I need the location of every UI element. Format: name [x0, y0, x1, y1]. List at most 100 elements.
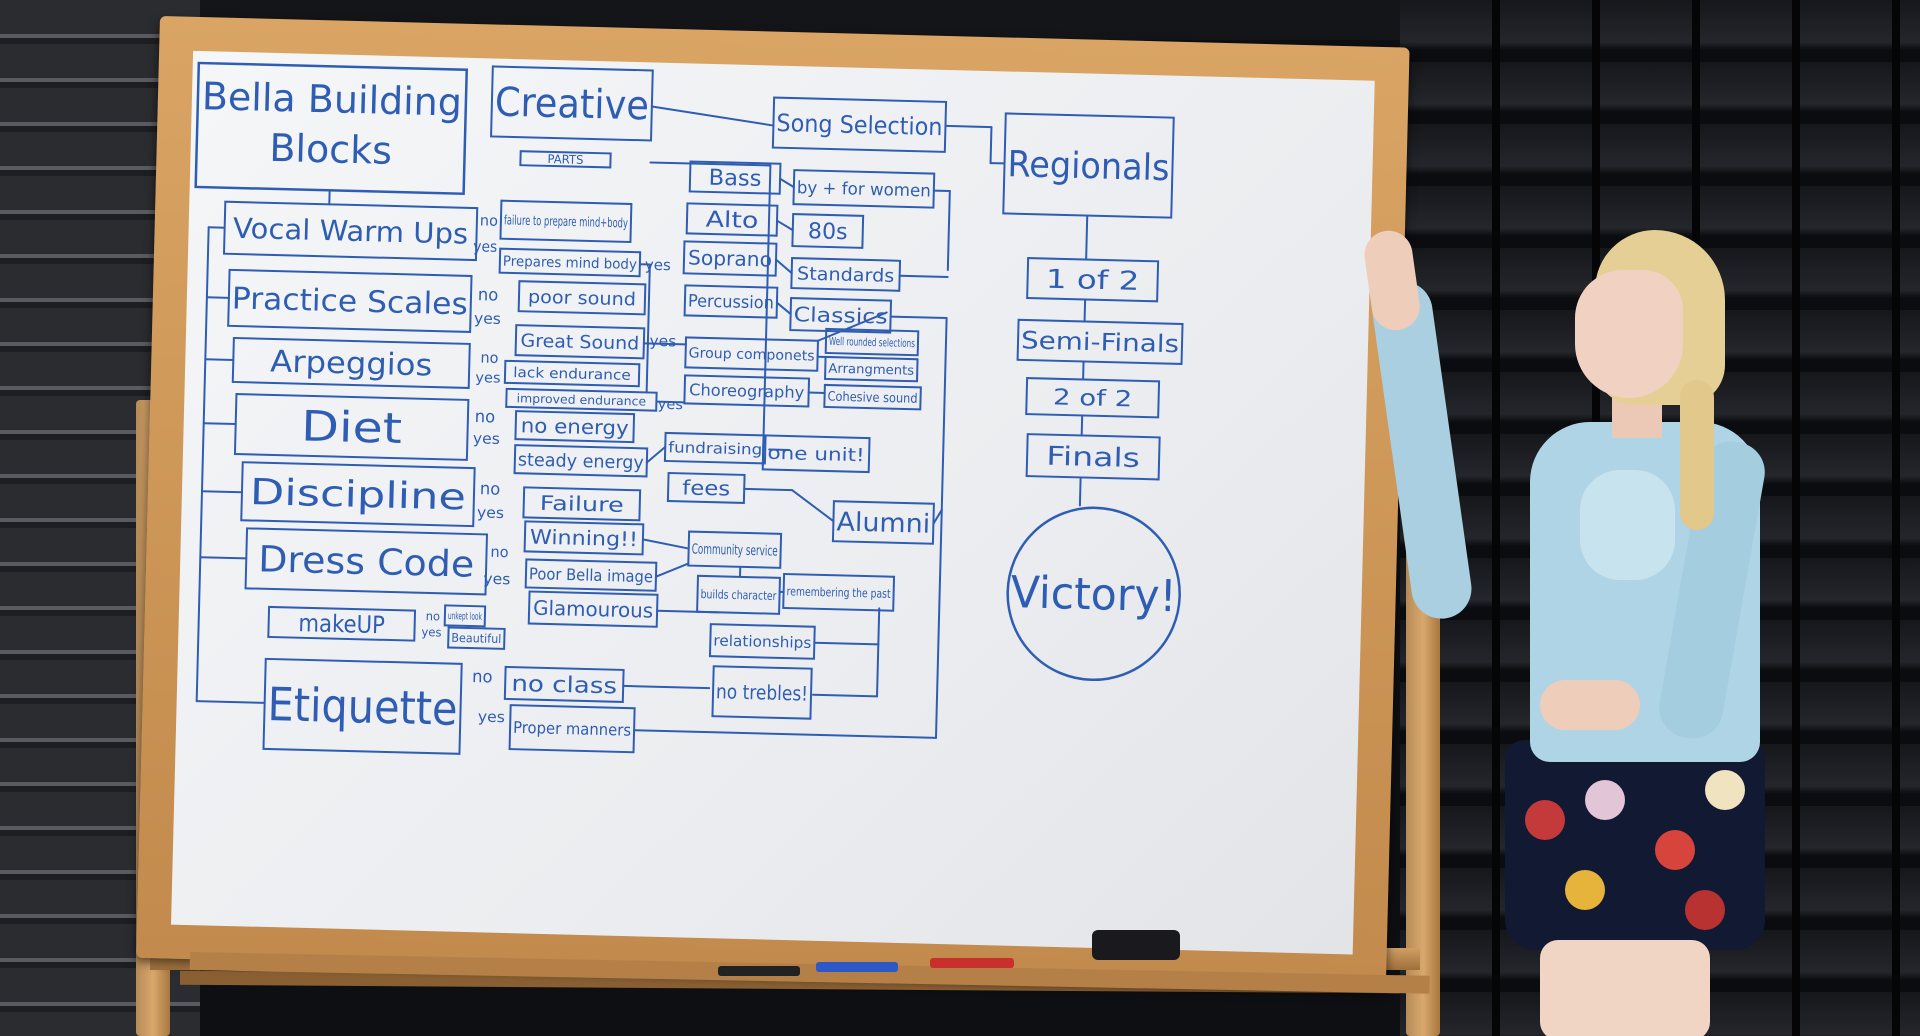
node-group-components: Group componets	[684, 336, 820, 372]
connector-line	[1078, 476, 1082, 507]
node-box	[505, 387, 658, 412]
connector-line	[813, 641, 880, 646]
node-beautiful: Beautiful	[447, 626, 506, 650]
node-standards: Standards	[790, 257, 902, 292]
node-two-of-two: 2 of 2	[1025, 377, 1161, 419]
node-box	[1002, 112, 1175, 219]
node-box	[244, 527, 489, 596]
node-winning: Winning!!	[523, 520, 645, 556]
node-box	[824, 327, 920, 357]
black-marker	[718, 966, 800, 976]
node-box	[522, 486, 642, 522]
node-box	[708, 623, 816, 660]
node-label: Finals	[1046, 442, 1140, 474]
connector-line	[195, 700, 266, 704]
flower-print	[1655, 830, 1695, 870]
node-label: Winning!!	[530, 525, 639, 552]
connector-line	[940, 317, 948, 511]
node-yes-1: yes	[473, 237, 498, 256]
floral-skirt	[1505, 740, 1765, 950]
node-makeup: makeUP	[267, 605, 417, 642]
node-label: Failure	[540, 491, 625, 517]
connector-line	[641, 538, 690, 550]
connector-line	[876, 607, 881, 698]
node-label: Poor Bella image	[529, 564, 653, 586]
node-box	[527, 590, 659, 628]
node-label: Arrangments	[828, 362, 914, 379]
node-yes-9: yes	[483, 570, 511, 589]
node-box	[824, 355, 919, 383]
connector-line	[202, 422, 237, 426]
node-dress-code: Dress Code	[244, 527, 489, 596]
node-box	[683, 284, 779, 319]
connector-line	[1080, 414, 1084, 437]
node-community-service: Community service	[687, 530, 783, 569]
node-relationships: relationships	[708, 623, 816, 660]
node-proper-manners: Proper manners	[508, 704, 636, 754]
node-no-3: no	[480, 348, 498, 366]
node-label: Bass	[708, 166, 761, 192]
blue-marker	[816, 962, 898, 972]
node-label: yes	[649, 332, 677, 351]
node-label: makeUP	[298, 609, 385, 639]
node-label: Dress Code	[258, 539, 475, 585]
node-yes-2: yes	[645, 256, 672, 275]
flower-print	[1585, 780, 1625, 820]
node-label: no class	[511, 672, 617, 700]
node-label: poor sound	[528, 287, 636, 311]
connector-line	[1085, 214, 1089, 261]
node-label: yes	[483, 570, 511, 589]
node-yes-5: yes	[475, 370, 501, 387]
node-yes-3: yes	[474, 309, 502, 328]
node-box	[1025, 377, 1161, 419]
node-prepares-mind-body: Prepares mind body	[498, 247, 642, 278]
connector-line	[944, 124, 993, 129]
node-box	[1016, 318, 1184, 365]
connector-line	[761, 164, 772, 467]
connector-line	[200, 490, 243, 494]
node-poor-bella-image: Poor Bella image	[524, 558, 658, 592]
connector-line	[989, 126, 993, 165]
node-label: Etiquette	[267, 677, 458, 736]
node-label: no	[480, 348, 498, 366]
node-label: yes	[473, 237, 498, 256]
node-box	[517, 280, 647, 316]
node-label: unkept look	[448, 611, 482, 623]
node-label: no	[490, 543, 508, 561]
connector-line	[932, 508, 943, 525]
node-label: Song Selection	[776, 109, 943, 141]
node-box	[663, 431, 767, 465]
node-label: lack endurance	[513, 365, 631, 384]
node-label: one unit!	[767, 443, 865, 466]
node-no-1: no	[480, 211, 498, 229]
node-yes-6: yes	[658, 397, 684, 414]
node-label: Great Sound	[520, 331, 639, 355]
connector-line	[633, 729, 937, 739]
node-label: steady energy	[518, 450, 645, 474]
node-one-of-two: 1 of 2	[1026, 257, 1160, 303]
node-label: by + for women	[797, 178, 931, 201]
node-box	[513, 444, 649, 478]
presenter-face	[1575, 270, 1683, 398]
node-box	[262, 657, 463, 755]
node-box	[792, 169, 936, 209]
node-label: Soprano	[688, 245, 773, 271]
node-label: yes	[421, 625, 441, 640]
node-box	[771, 96, 948, 153]
node-box	[490, 65, 654, 142]
node-parts: PARTS	[519, 150, 612, 169]
connector-line	[655, 400, 686, 404]
node-no-8: no	[472, 667, 493, 688]
connector-line	[898, 274, 949, 279]
node-yes-11: yes	[478, 708, 506, 727]
node-box	[240, 461, 476, 528]
node-box	[823, 383, 922, 411]
node-remembering-past: remembering the past	[782, 572, 896, 612]
node-label: Prepares mind body	[503, 254, 637, 273]
node-label: Glamourous	[533, 596, 654, 623]
connector-line	[654, 562, 690, 578]
node-label: Semi-Finals	[1021, 326, 1180, 358]
node-label: Vocal Warm Ups	[233, 212, 469, 251]
node-label: Community service	[691, 542, 777, 560]
